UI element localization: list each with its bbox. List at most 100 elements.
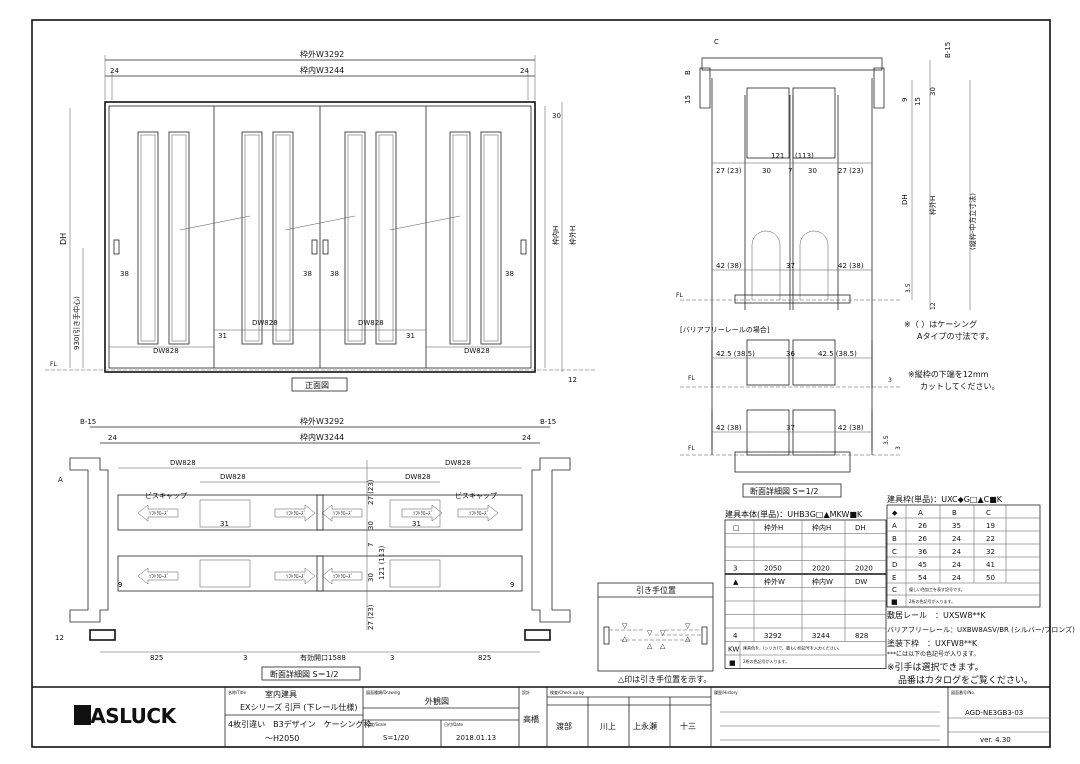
dim-31: 31 [218,332,227,340]
checker: 十三 [680,721,696,731]
check-label: 検査/Check up by [550,689,585,695]
dim-24-left: 24 [110,67,119,75]
frame-table-cell: A [892,522,897,530]
dim-15: 15 [684,95,692,104]
door-body-table-title: 建具本体(単品)：UHB3G□▲MKW■K [725,509,863,519]
drawing-label: 図面種類/Drawing [366,689,400,695]
soft-close-label: ｿﾌﾄｸﾛｰｽﾞ [469,510,489,517]
plan-inner-width: 枠内W3244 [300,432,344,442]
dim-24: 24 [108,434,117,442]
table-cell: 3244 [812,632,830,640]
drawing-number: AGD-NE3GB3-03 [965,709,1023,717]
dim-9: 9 [901,98,909,102]
frame-table-cell: C [892,548,897,556]
dim-113: (113) [795,152,814,160]
frame-table-cell: 24 [952,548,961,556]
dim-31: 31 [406,332,415,340]
frame-table-cell: 26 [918,535,927,543]
v-dim: 121 (113) [378,545,386,580]
dim-3-5: 3.5 [883,435,890,445]
frame-table-cell: 24 [952,535,961,543]
handle-mark-icon: △ [660,642,666,650]
table-cell: 4 [733,632,738,640]
dw-label: DW828 [358,319,384,327]
dw-label: DW828 [405,473,431,481]
handle-position-note: △印は引き手位置を示す。 [618,674,711,684]
sq-note: 2桁の色記号が入ります。 [909,598,955,604]
dim-15: 15 [914,97,922,106]
vertical-section: C B 15 B-15 9 15 30 121 (113) 27 (23) 30… [676,38,1000,498]
table-cell: DH [855,524,866,532]
dw-label: DW828 [464,347,490,355]
dim-24-right: 24 [520,67,529,75]
paint-frame: 塗装下枠 ：UXFW8**K [887,638,978,648]
dim-row1: 27 (23) [838,167,864,175]
plan-section: B-15 B-15 枠外W3292 枠内W3244 24 24 A 12 9 9… [55,416,571,681]
history-label: 履歴/History [714,689,738,695]
frame-table-header: A [918,509,923,517]
handle-mark-icon: ▽ [685,622,691,630]
dim-row1: 30 [762,167,771,175]
bf-dim: 36 [786,350,795,358]
frame-table-cell: 35 [952,522,961,530]
scale-label: 尺度/Scale [366,721,387,727]
table-cell: 枠内H [812,523,831,532]
barrier-free-label: [バリアフリーレールの場合] [680,325,770,334]
dim-30: 30 [929,87,937,96]
soft-close-arrow-icon [401,504,443,522]
table-cell: 2050 [764,565,782,573]
title-label: 名称/Title [228,689,246,695]
title-line1: 室内建具 [265,689,297,699]
sill-rail: 敷居レール ：UXSW8**K [887,610,986,620]
table-cell: 枠内W [812,577,833,586]
frame-table-header: B [952,509,957,517]
soft-close-arrow-icon [137,504,179,522]
table-cell: □ [733,524,740,532]
soft-close-arrow-icon [274,504,316,522]
frame-table-cell: E [892,574,896,582]
dim-38: 38 [303,270,312,278]
dim-3: 3 [895,446,902,450]
frame-outer-h: 枠外H [928,196,937,215]
soft-close-label: ｿﾌﾄｸﾛｰｽﾞ [333,573,353,580]
effective-opening: 有効開口1588 [300,653,346,662]
dim-row1: 7 [788,167,792,175]
frame-table-cell: 54 [918,574,927,582]
sq-cell: ■ [891,598,898,606]
title-line2: EXシリーズ 引戸 (下レール仕様) [240,702,357,712]
soft-close-label: ｿﾌﾄｸﾛｰｽﾞ [149,510,169,517]
screw-cap-label: ビスキャップ [145,491,187,500]
handle-mark-icon: △ [647,642,653,650]
frame-table-cell: 32 [986,548,995,556]
fl-mark: FL [50,361,57,368]
dw-label: DW828 [220,473,246,481]
glass-slot [272,131,294,345]
glass-slot [168,131,190,345]
handle-mark-icon: △ [622,635,628,643]
no-label: 図面番号/No. [951,689,975,695]
date-label: 日付/Date [444,721,463,727]
frame-table-cell: 24 [952,561,961,569]
v-dim: 30 [367,521,375,530]
frame-table-cell: 22 [986,535,995,543]
c-cell: C [892,586,897,594]
casing-note: ※（ ）はケーシング [904,319,977,329]
frame-outer-h: 枠外H [568,226,577,245]
color-note: ***には以下の色記号が入ります。 [887,650,979,658]
catalog-note: 品番はカタログをご覧ください。 [898,674,1033,686]
handle-mark-icon: ▽ [660,629,666,637]
soft-close-label: ｿﾌﾄｸﾛｰｽﾞ [413,510,433,517]
dim-12: 12 [568,376,577,384]
dim-9: 9 [118,581,122,589]
dh-label: DH [901,194,909,205]
soft-close-arrow-icon [137,567,179,585]
fl-mark: FL [688,445,695,452]
dim-row2: 42 (38) [716,262,742,270]
dim-row1: 30 [808,167,817,175]
bf-dim: 42.5 (38.5) [818,350,857,358]
date-value: 2018.01.13 [456,734,496,742]
dim-b15-right: B-15 [540,418,556,426]
dim-38: 38 [330,270,339,278]
dim-row2: 37 [786,424,795,432]
